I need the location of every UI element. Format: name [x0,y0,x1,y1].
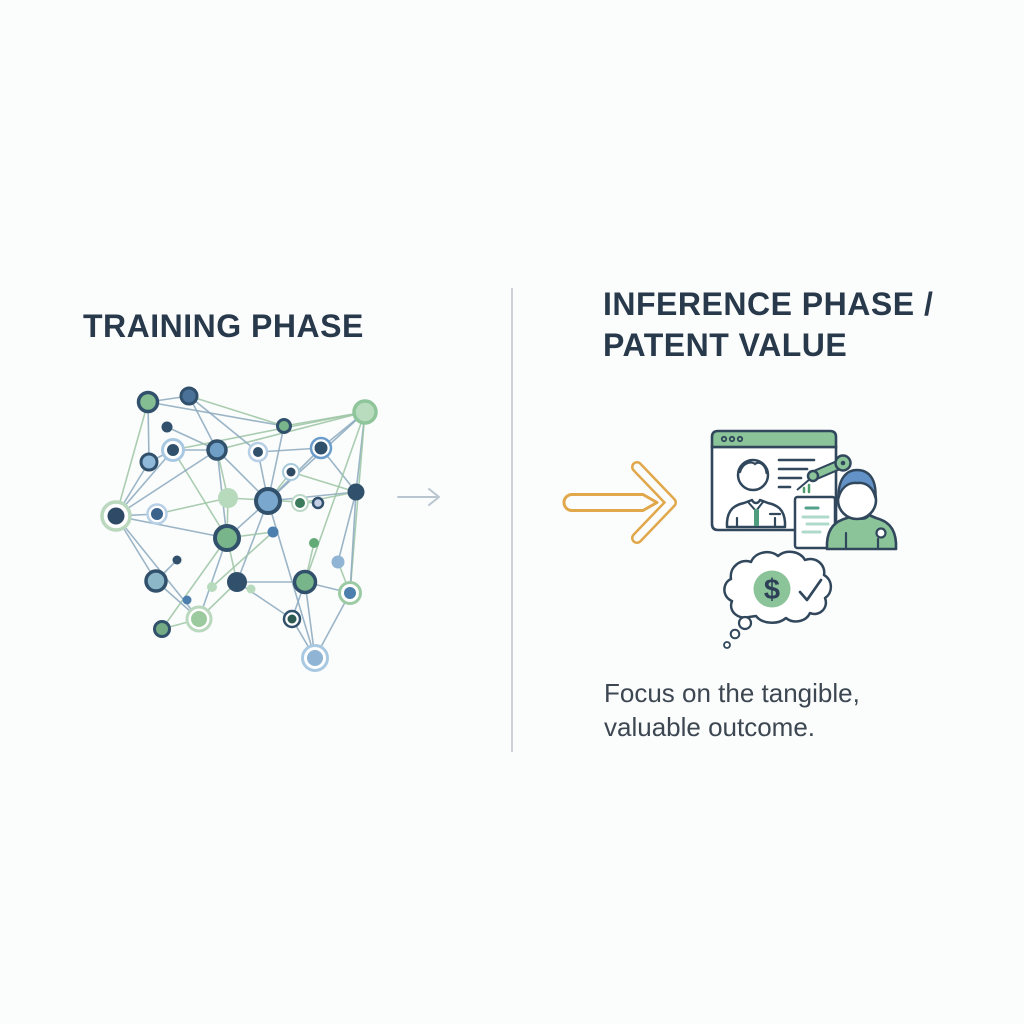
neural-network-graphic [100,386,440,672]
transition-arrow-icon [562,461,677,544]
dollar-sign: $ [764,574,780,606]
badge [875,527,887,539]
text-lines-icon [777,458,816,489]
person-icon [825,468,898,551]
dollar-icon [753,570,791,608]
caption-line2: valuable outcome. [604,712,816,742]
left-title-text: TRAINING PHASE [83,308,364,344]
left-panel-title: TRAINING PHASE [83,306,364,347]
thought-bubble-icon: $ [723,550,833,649]
faint-arrow-icon [397,488,440,506]
network-edges [115,395,366,659]
tie [754,509,759,526]
caption: Focus on the tangible, valuable outcome. [604,676,860,744]
document-card-icon [793,495,837,550]
hair [837,468,877,500]
window-controls-icon [720,435,744,443]
checkmark-icon [798,578,823,602]
right-panel-title: INFERENCE PHASE / PATENT VALUE [603,284,933,366]
network-nodes [100,386,378,672]
caption-line1: Focus on the tangible, [604,678,860,708]
mini-bars-icon [802,483,811,494]
person-avatar-icon [725,458,787,529]
right-title-line1: INFERENCE PHASE / [603,286,934,322]
right-title-line2: PATENT VALUE [603,327,848,363]
vertical-divider [511,288,513,752]
browser-titlebar [710,429,838,449]
inference-illustration: $ [562,429,898,649]
robot-arm-icon [796,454,852,491]
